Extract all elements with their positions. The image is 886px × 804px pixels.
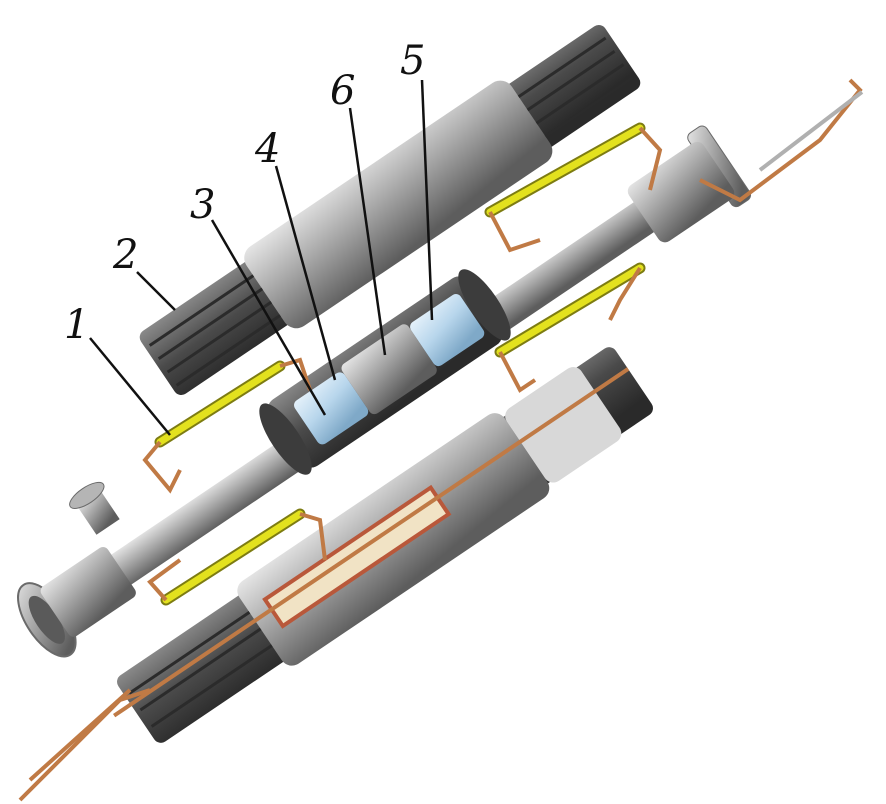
callout-2: 2 <box>112 232 138 278</box>
callout-1: 1 <box>64 302 89 348</box>
callout-4: 4 <box>254 126 280 172</box>
leader-line-2 <box>136 271 176 311</box>
leader-line-5 <box>420 79 434 321</box>
lower-half-shell <box>112 347 653 743</box>
callout-numbers: 1 2 3 4 5 6 <box>64 38 425 348</box>
callout-5: 5 <box>400 38 425 84</box>
leader-line-3 <box>210 219 327 416</box>
leader-lines <box>89 79 434 436</box>
callout-3: 3 <box>190 182 215 228</box>
upper-half-shell <box>139 25 641 395</box>
copper-leads-right <box>758 90 864 172</box>
central-sleeve <box>259 269 511 475</box>
copper-wiring <box>18 78 863 802</box>
leader-line-1 <box>89 337 171 436</box>
heater-rods <box>154 122 646 606</box>
leader-line-6 <box>348 107 387 356</box>
callout-6: 6 <box>330 68 355 114</box>
leader-line-4 <box>274 165 337 381</box>
side-port <box>69 481 120 535</box>
